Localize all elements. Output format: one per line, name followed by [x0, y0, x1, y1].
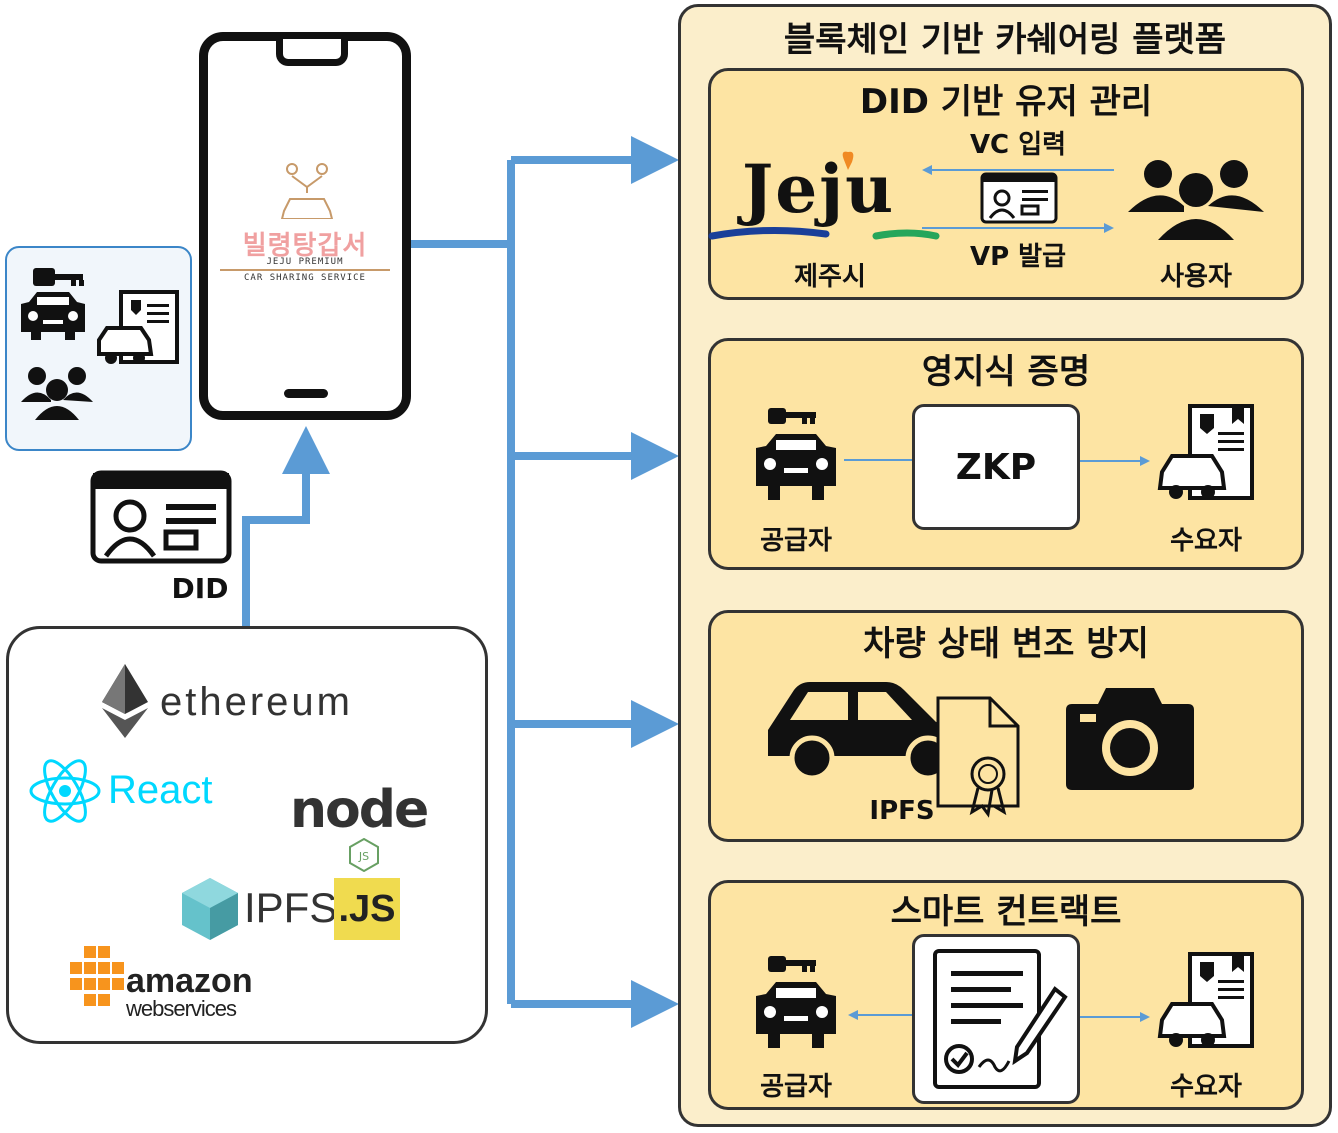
users-group-icon: [21, 367, 93, 420]
contract-box: [912, 934, 1080, 1104]
tech-stack-box: [6, 626, 488, 1044]
vc-label: VC 입력: [969, 130, 1067, 160]
vp-label: VP 발급: [969, 242, 1067, 272]
js-badge: .JS: [334, 878, 400, 940]
users-group-icon: [1128, 160, 1264, 240]
app-logo-title: 빌령탕갑서: [242, 231, 368, 261]
camera-icon: [1066, 688, 1194, 790]
app-logo-sub1: JEJU PREMIUM: [266, 257, 344, 267]
key-icon: [33, 268, 84, 286]
zk-line-left: [844, 459, 914, 461]
app-logo-divider: [220, 269, 390, 271]
jeju-logo-swooshes: [708, 151, 940, 240]
user-label: 사용자: [1160, 262, 1232, 292]
car-side-icon: [768, 682, 972, 781]
contract-pen-icon: [933, 949, 1068, 1089]
service-icons-box: [5, 246, 192, 451]
nodejs-hexagon-icon: JS: [349, 838, 379, 872]
webservices-label: webservices: [126, 996, 237, 1021]
jeju-logo: Jeju: [742, 150, 896, 228]
zk-arrow-right: [1080, 456, 1150, 466]
svg-text:JS: JS: [358, 850, 369, 863]
vp-arrow: [922, 223, 1114, 233]
node-label: node: [290, 780, 429, 840]
ethereum-icon: [102, 664, 148, 738]
smart-arrow-right: [1080, 1012, 1150, 1022]
issuer-label: 제주시: [794, 262, 866, 292]
service-icons: [21, 268, 179, 420]
smart-arrow-left: [848, 1010, 914, 1020]
smart-consumer-label: 수요자: [1170, 1072, 1242, 1102]
vc-arrow: [922, 165, 1114, 175]
consumer-certificate-icon: [1157, 404, 1254, 500]
car-front-icon: [21, 292, 85, 340]
car-certificate-icon: [97, 290, 179, 364]
supplier-car-key-icon: [756, 956, 836, 1048]
ethereum-label: ethereum: [160, 680, 353, 724]
smart-supplier-label: 공급자: [760, 1072, 832, 1102]
ipfs-document-seal-icon: [936, 696, 1020, 818]
ipfs-label: IPFS: [244, 884, 338, 931]
platform-title: 블록체인 기반 카쉐어링 플랫폼: [783, 20, 1227, 60]
credential-card-icon: [980, 172, 1058, 224]
react-icon: [29, 759, 101, 823]
section-did-title: DID 기반 유저 관리: [859, 82, 1153, 122]
ipfs-label-tamper: IPFS: [869, 796, 935, 826]
section-tamper-title: 차량 상태 변조 방지: [863, 624, 1149, 664]
zk-consumer-label: 수요자: [1170, 526, 1242, 556]
section-smart-title: 스마트 컨트랙트: [890, 892, 1122, 932]
phone-notch: [276, 39, 348, 66]
phone-mockup: 빌령탕갑서 JEJU PREMIUM CAR SHARING SERVICE: [199, 32, 411, 420]
supplier-car-key-icon: [756, 408, 836, 500]
zkp-box: ZKP: [912, 404, 1080, 530]
aws-cubes-icon: [70, 946, 124, 1006]
react-label: React: [108, 768, 213, 812]
did-label: DID: [171, 572, 229, 605]
consumer-certificate-icon: [1157, 952, 1254, 1048]
amazon-label: amazon: [126, 962, 253, 1000]
app-logo-sub2: CAR SHARING SERVICE: [244, 273, 366, 283]
ipfs-cube-icon: [182, 878, 238, 940]
phone-home-bar: [284, 389, 328, 398]
zk-supplier-label: 공급자: [760, 526, 832, 556]
app-logo-icon: [280, 163, 334, 219]
arrow-up-to-phone: [242, 426, 330, 626]
section-zk-title: 영지식 증명: [921, 352, 1091, 392]
id-card-icon: [90, 470, 232, 564]
